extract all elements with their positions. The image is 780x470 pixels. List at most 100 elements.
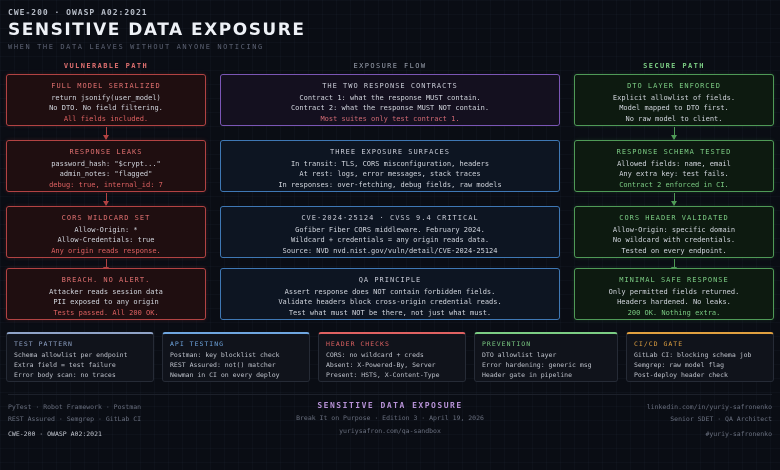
step-line: Wildcard + credentials = any origin read…: [290, 236, 490, 244]
step-highlight: 200 OK. Nothing extra.: [627, 308, 721, 317]
step-line: return jsonify(user_model): [51, 93, 161, 102]
column-head-secure: SECURE PATH: [643, 62, 705, 70]
step-highlight: All fields included.: [63, 114, 149, 123]
flow-step-cve: CVE-2024-25124 · CVSS 9.4 CRITICAL Gofib…: [220, 206, 560, 258]
card-cicd-gate: CI/CD GATE GitLab CI: blocking schema jo…: [626, 332, 774, 382]
card-line: REST Assured: not() matcher: [170, 361, 276, 369]
step-highlight: Most suites only test contract 1.: [320, 114, 460, 123]
flow-step-qa-principle: QA PRINCIPLE Assert response does NOT co…: [220, 268, 560, 320]
vulnerable-step-1: FULL MODEL SERIALIZED return jsonify(use…: [6, 74, 206, 126]
step-title: RESPONSE LEAKS: [69, 148, 143, 156]
column-head-vulnerable: VULNERABLE PATH: [63, 62, 149, 70]
step-line: Any extra key: test fails.: [619, 170, 729, 178]
vulnerable-step-4: BREACH. NO ALERT. Attacker reads session…: [6, 268, 206, 320]
secure-step-4: MINIMAL SAFE RESPONSE Only permitted fie…: [574, 268, 774, 320]
step-highlight: Contract 2 enforced in CI.: [619, 180, 729, 189]
step-title: CORS WILDCARD SET: [61, 214, 151, 222]
step-line: At rest: logs, error messages, stack tra…: [299, 170, 481, 178]
arrow-down: [103, 193, 109, 206]
step-title: DTO LAYER ENFORCED: [627, 82, 721, 90]
step-title: THREE EXPOSURE SURFACES: [330, 148, 450, 156]
step-line: Headers hardened. No leaks.: [617, 298, 731, 306]
header: CWE-200 · OWASP A02:2021 SENSITIVE DATA …: [8, 8, 305, 51]
arrow-down: [671, 193, 677, 206]
card-line: Semgrep: raw model flag: [634, 361, 725, 369]
step-highlight: Tests passed. All 200 OK.: [53, 308, 159, 317]
flow-step-contracts: THE TWO RESPONSE CONTRACTS Contract 1: w…: [220, 74, 560, 126]
card-prevention: PREVENTION DTO allowlist layer Error har…: [474, 332, 618, 382]
vulnerable-step-3: CORS WILDCARD SET Allow-Origin: * Allow-…: [6, 206, 206, 258]
footer-site-link[interactable]: yuriysafron.com/qa-sandbox: [339, 427, 441, 435]
card-line: CORS: no wildcard + creds: [326, 351, 424, 359]
step-line: Allow-Origin: *: [74, 225, 138, 234]
card-line: DTO allowlist layer: [482, 351, 557, 359]
secure-step-2: RESPONSE SCHEMA TESTED Allowed fields: n…: [574, 140, 774, 192]
step-line: Allow-Credentials: true: [57, 236, 155, 244]
step-line: Contract 1: what the response MUST conta…: [299, 93, 481, 102]
card-title: PREVENTION: [482, 340, 532, 348]
footer-divider: [8, 394, 772, 395]
card-line: Extra field = test failure: [14, 361, 116, 369]
step-title: THE TWO RESPONSE CONTRACTS: [322, 82, 458, 90]
card-line: Newman in CI on every deploy: [170, 371, 280, 379]
column-head-flow: EXPOSURE FLOW: [353, 62, 427, 70]
footer-hashtag: #yuriy-safronenko: [705, 430, 772, 438]
card-line: Header gate in pipeline: [482, 371, 573, 379]
step-title: FULL MODEL SERIALIZED: [51, 82, 161, 90]
step-line: Allow-Origin: specific domain: [612, 225, 736, 234]
page-subtitle: WHEN THE DATA LEAVES WITHOUT ANYONE NOTI…: [8, 43, 264, 51]
footer-tools-line: PyTest · Robot Framework · Postman: [8, 403, 142, 411]
step-title: CORS HEADER VALIDATED: [619, 214, 729, 222]
card-line: Absent: X-Powered-By, Server: [326, 361, 436, 369]
card-title: TEST PATTERN: [14, 340, 73, 348]
step-title: BREACH. NO ALERT.: [61, 276, 151, 284]
step-line: No wildcard with credentials.: [612, 236, 736, 244]
step-line: Model mapped to DTO first.: [619, 104, 729, 112]
step-line: Explicit allowlist of fields.: [612, 93, 736, 102]
card-line: Post-deploy header check: [634, 371, 728, 379]
card-title: HEADER CHECKS: [326, 340, 390, 348]
card-header-checks: HEADER CHECKS CORS: no wildcard + creds …: [318, 332, 466, 382]
step-line: Validate headers block cross-origin cred…: [278, 298, 502, 306]
step-line: Allowed fields: name, email: [617, 159, 731, 168]
footer-tag: CWE-200 · OWASP A02:2021: [8, 430, 102, 438]
step-title: MINIMAL SAFE RESPONSE: [619, 276, 729, 284]
footer-title: SENSITIVE DATA EXPOSURE: [317, 401, 463, 410]
step-highlight: Any origin reads response.: [51, 246, 161, 255]
footer-linkedin-link[interactable]: linkedin.com/in/yuriy-safronenko: [646, 403, 772, 411]
footer-tools: PyTest · Robot Framework · Postman REST …: [8, 401, 141, 440]
step-line: No DTO. No field filtering.: [49, 104, 163, 112]
step-title: QA PRINCIPLE: [358, 276, 422, 284]
vulnerable-step-2: RESPONSE LEAKS password_hash: "$crypt...…: [6, 140, 206, 192]
step-highlight: No raw model to client.: [625, 114, 723, 123]
step-title: CVE-2024-25124 · CVSS 9.4 CRITICAL: [301, 214, 479, 222]
card-api-testing: API TESTING Postman: key blocklist check…: [162, 332, 310, 382]
card-line: Postman: key blocklist check: [170, 351, 280, 359]
step-line: In responses: over-fetching, debug field…: [278, 180, 502, 189]
step-line: Source: NVD nvd.nist.gov/vuln/detail/CVE…: [282, 246, 498, 255]
footer-edition: Break It on Purpose · Edition 3 · April …: [296, 414, 484, 422]
secure-step-3: CORS HEADER VALIDATED Allow-Origin: spec…: [574, 206, 774, 258]
step-line: Gofiber Fiber CORS middleware. February …: [295, 225, 485, 234]
card-test-pattern: TEST PATTERN Schema allowlist per endpoi…: [6, 332, 154, 382]
footer-role: Senior SDET · QA Architect: [670, 415, 772, 423]
step-line: password_hash: "$crypt...": [51, 159, 161, 168]
step-line: Contract 2: what the response MUST NOT c…: [290, 104, 490, 112]
card-line: Schema allowlist per endpoint: [14, 351, 128, 359]
step-line: In transit: TLS, CORS misconfiguration, …: [290, 159, 490, 168]
arrow-down: [671, 127, 677, 140]
card-line: Present: HSTS, X-Content-Type: [326, 371, 440, 379]
step-highlight: debug: true, internal_id: 7: [49, 180, 163, 189]
step-line: PII exposed to any origin: [53, 298, 159, 306]
page-title: SENSITIVE DATA EXPOSURE: [8, 20, 306, 40]
flow-step-surfaces: THREE EXPOSURE SURFACES In transit: TLS,…: [220, 140, 560, 192]
step-line: Assert response does NOT contain forbidd…: [284, 287, 496, 296]
card-title: API TESTING: [170, 340, 225, 348]
step-line: Test what must NOT be there, not just wh…: [288, 308, 492, 317]
step-line: admin_notes: "flagged": [59, 170, 153, 178]
footer-tools-line: REST Assured · Semgrep · GitLab CI: [8, 415, 142, 423]
card-line: Error hardening: generic msg: [482, 361, 592, 369]
step-line: Only permitted fields returned.: [608, 287, 740, 296]
arrow-down: [103, 127, 109, 140]
step-title: RESPONSE SCHEMA TESTED: [616, 148, 732, 156]
